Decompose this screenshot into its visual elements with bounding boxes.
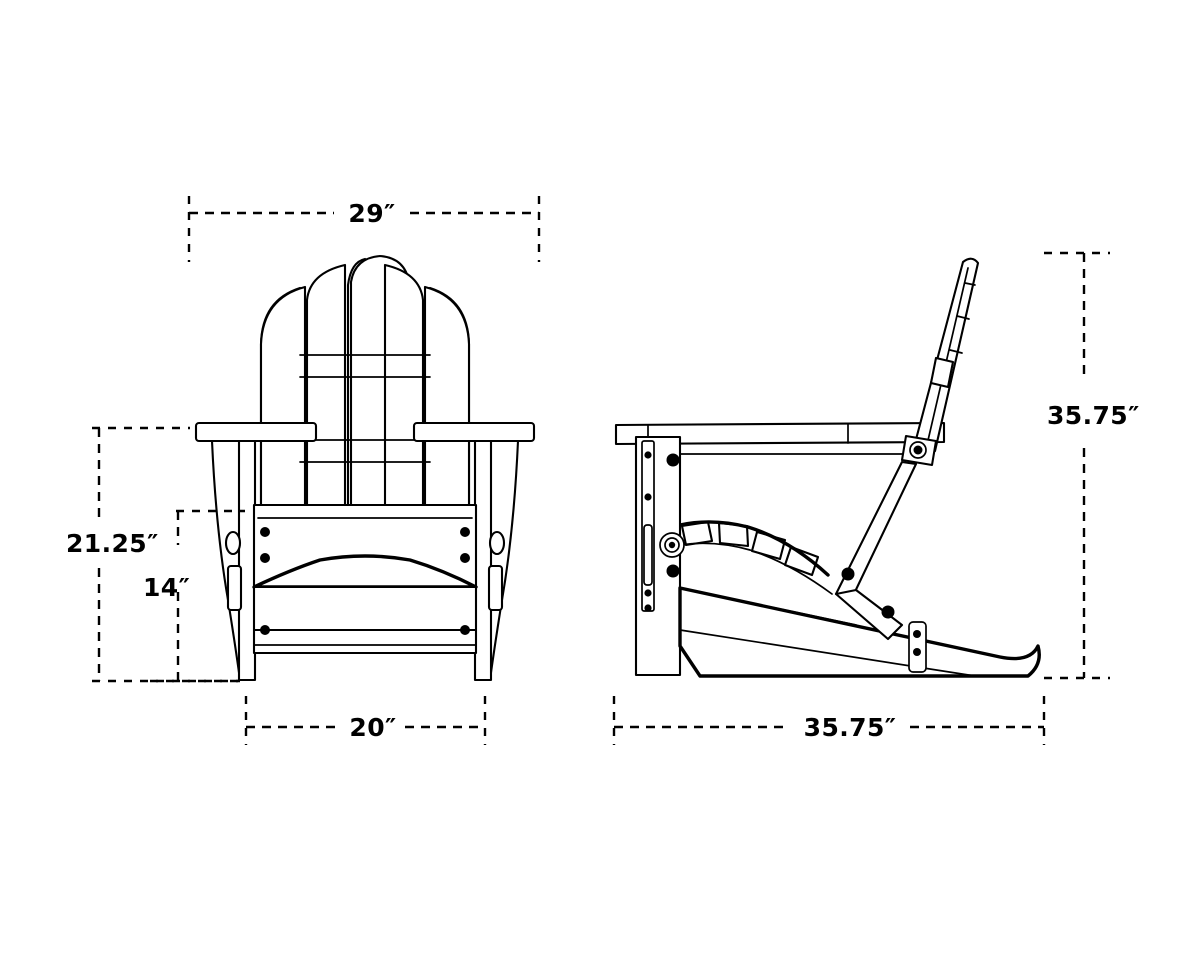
seat-height-label: 14″ (143, 573, 190, 602)
side-leg-bolt-top (666, 453, 680, 467)
side-leg-hole-low-1 (644, 589, 652, 597)
front-slat-inner-left (305, 263, 347, 507)
arm-height-dimension: 21.25″ (66, 426, 240, 683)
base-width-label: 20″ (349, 713, 396, 742)
side-rear-hinge-bolt-upper (841, 567, 855, 581)
front-slat-outer-left (259, 285, 307, 507)
side-rear-hinge-bolt-lower (881, 605, 895, 619)
side-leg-hole-top (644, 451, 652, 459)
side-view (614, 257, 1041, 678)
side-seat-slat-4 (783, 545, 820, 577)
front-hinge-plate-left (226, 564, 243, 612)
front-slat-outer-right (423, 285, 471, 507)
side-seat-top-edge (678, 520, 830, 577)
side-arm-rest (614, 421, 946, 446)
base-width-dimension: 20″ (244, 696, 487, 745)
front-leg-post-right (473, 439, 493, 682)
overall-depth-dimension: 35.75″ (612, 696, 1046, 745)
front-hinge-plate-right (487, 564, 504, 612)
side-runner-bracket (908, 621, 927, 673)
side-back-pivot-bolt-center (913, 445, 923, 455)
overall-height-label: 35.75″ (1047, 401, 1140, 430)
front-view (194, 254, 536, 682)
side-back-rail-notch-1 (964, 282, 976, 286)
side-back-rail-notch-2 (956, 315, 970, 320)
side-leg-hole-mid (644, 493, 652, 501)
front-bottom-stretcher (252, 628, 478, 655)
side-runner-bracket-hole-1 (913, 630, 921, 638)
overall-height-dimension: 35.75″ (1044, 251, 1140, 680)
front-arm-left (194, 421, 318, 443)
front-leg-post-left (237, 439, 257, 682)
front-width-dimension: 29″ (187, 196, 541, 262)
side-runner-bracket-hole-2 (913, 648, 921, 656)
front-width-label: 29″ (348, 199, 395, 228)
side-back-rail (912, 257, 980, 453)
arm-height-label: 21.25″ (66, 529, 159, 558)
side-back-bracket (929, 356, 955, 389)
side-seat-under-edge (679, 542, 833, 595)
front-lower-apron (252, 585, 478, 632)
seat-height-dimension: 14″ (143, 509, 245, 683)
front-bolt-stretcher-left (260, 625, 270, 635)
side-rear-runner (678, 586, 1041, 678)
side-back-rail-inner-edge (925, 267, 969, 450)
front-bolt-lower-left (260, 553, 270, 563)
side-leg-hole-low-2 (644, 604, 652, 612)
front-slat-inner-right (383, 263, 425, 507)
side-rear-hinge-link (834, 588, 904, 641)
overall-depth-label: 35.75″ (804, 713, 897, 742)
side-leg-bolt-bottom (666, 564, 680, 578)
front-hinge-knob-right (488, 530, 506, 556)
front-bolt-upper-right (460, 527, 470, 537)
front-bolt-stretcher-right (460, 625, 470, 635)
front-arm-right (412, 421, 536, 443)
front-bolt-lower-right (460, 553, 470, 563)
front-seat-curved-edge (252, 554, 478, 589)
front-hinge-knob-left (224, 530, 242, 556)
front-bolt-upper-left (260, 527, 270, 537)
side-back-rail-notch-3 (949, 349, 963, 354)
side-leg-adjust-slot (643, 524, 653, 586)
side-main-pivot-bolt (668, 541, 676, 549)
